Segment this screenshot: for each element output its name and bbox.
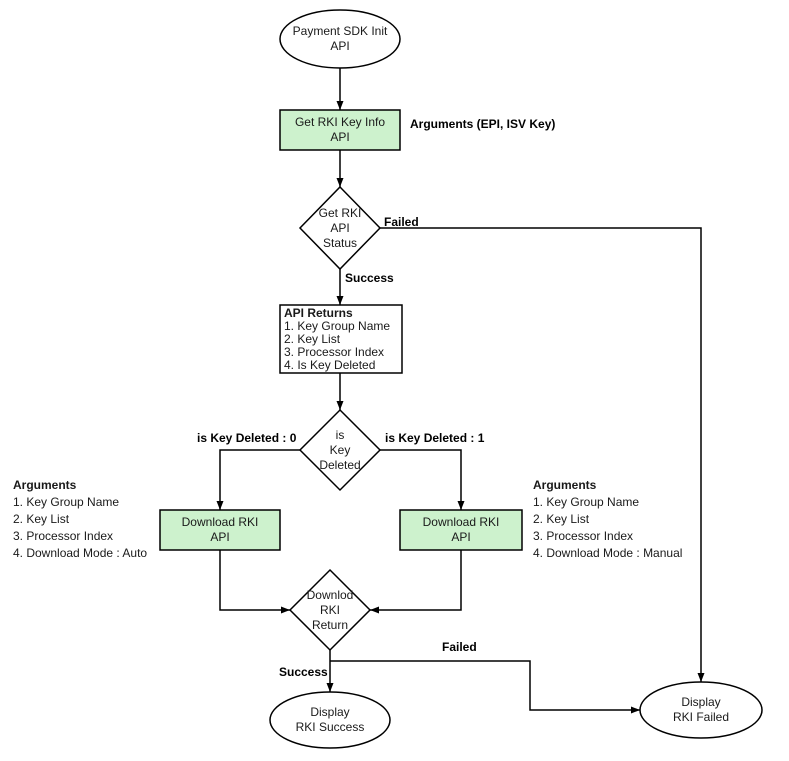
status-diamond bbox=[298, 185, 382, 271]
is-deleted-diamond bbox=[298, 408, 382, 492]
success-ellipse bbox=[269, 691, 391, 749]
return-diamond bbox=[288, 568, 372, 652]
get-key-info-box bbox=[279, 109, 401, 151]
edge-is-deleted-1 bbox=[380, 449, 465, 510]
start-ellipse bbox=[279, 9, 401, 69]
api-returns-box bbox=[279, 304, 403, 374]
download-right-box bbox=[399, 509, 523, 551]
edge-download-right-to-return bbox=[370, 550, 462, 614]
edge-download-left-to-return bbox=[219, 550, 290, 614]
failed-ellipse bbox=[639, 681, 763, 739]
edge-status-failed bbox=[380, 227, 705, 682]
download-left-box bbox=[159, 509, 281, 551]
edge-return-failed bbox=[330, 660, 640, 714]
edge-is-deleted-0 bbox=[216, 449, 300, 510]
